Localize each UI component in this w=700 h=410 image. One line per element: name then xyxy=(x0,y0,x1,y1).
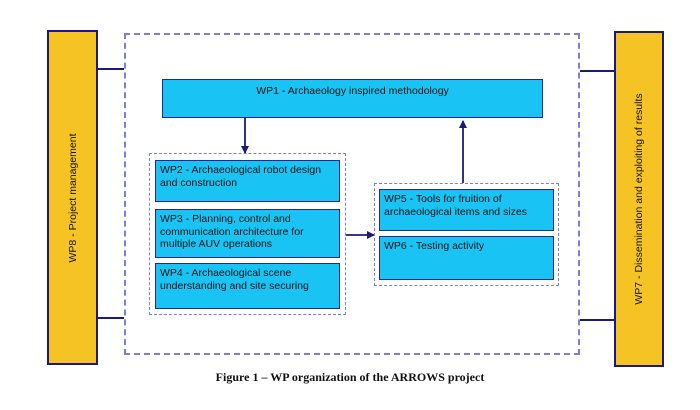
wp3-box: WP3 - Planning, control and communicatio… xyxy=(155,209,340,258)
wp1-box: WP1 - Archaeology inspired methodology xyxy=(162,79,543,118)
wp7-label: WP7 - Dissemination and exploiting of re… xyxy=(633,93,645,305)
right-group-frame xyxy=(374,183,559,286)
wp5-label: WP5 - Tools for fruition of archaeologic… xyxy=(384,193,527,218)
outer-dashed-frame xyxy=(124,33,580,355)
wp2-box: WP2 - Archaeological robot design and co… xyxy=(155,160,340,202)
wp4-label: WP4 - Archaeological scene understanding… xyxy=(160,267,309,292)
wp5-box: WP5 - Tools for fruition of archaeologic… xyxy=(379,189,554,231)
wp8-label: WP8 - Project management xyxy=(66,133,79,262)
wp7-dissemination-bar: WP7 - Dissemination and exploiting of re… xyxy=(614,31,664,367)
wp8-project-management-bar: WP8 - Project management xyxy=(47,30,98,365)
figure-caption: Figure 1 – WP organization of the ARROWS… xyxy=(215,370,485,384)
wp6-label: WP6 - Testing activity xyxy=(384,240,485,252)
wp6-box: WP6 - Testing activity xyxy=(379,236,554,280)
wp2-label: WP2 - Archaeological robot design and co… xyxy=(160,164,322,189)
wp4-box: WP4 - Archaeological scene understanding… xyxy=(155,263,340,309)
wp3-label: WP3 - Planning, control and communicatio… xyxy=(160,213,304,250)
left-group-frame xyxy=(149,153,346,315)
wp1-label: WP1 - Archaeology inspired methodology xyxy=(256,85,449,97)
